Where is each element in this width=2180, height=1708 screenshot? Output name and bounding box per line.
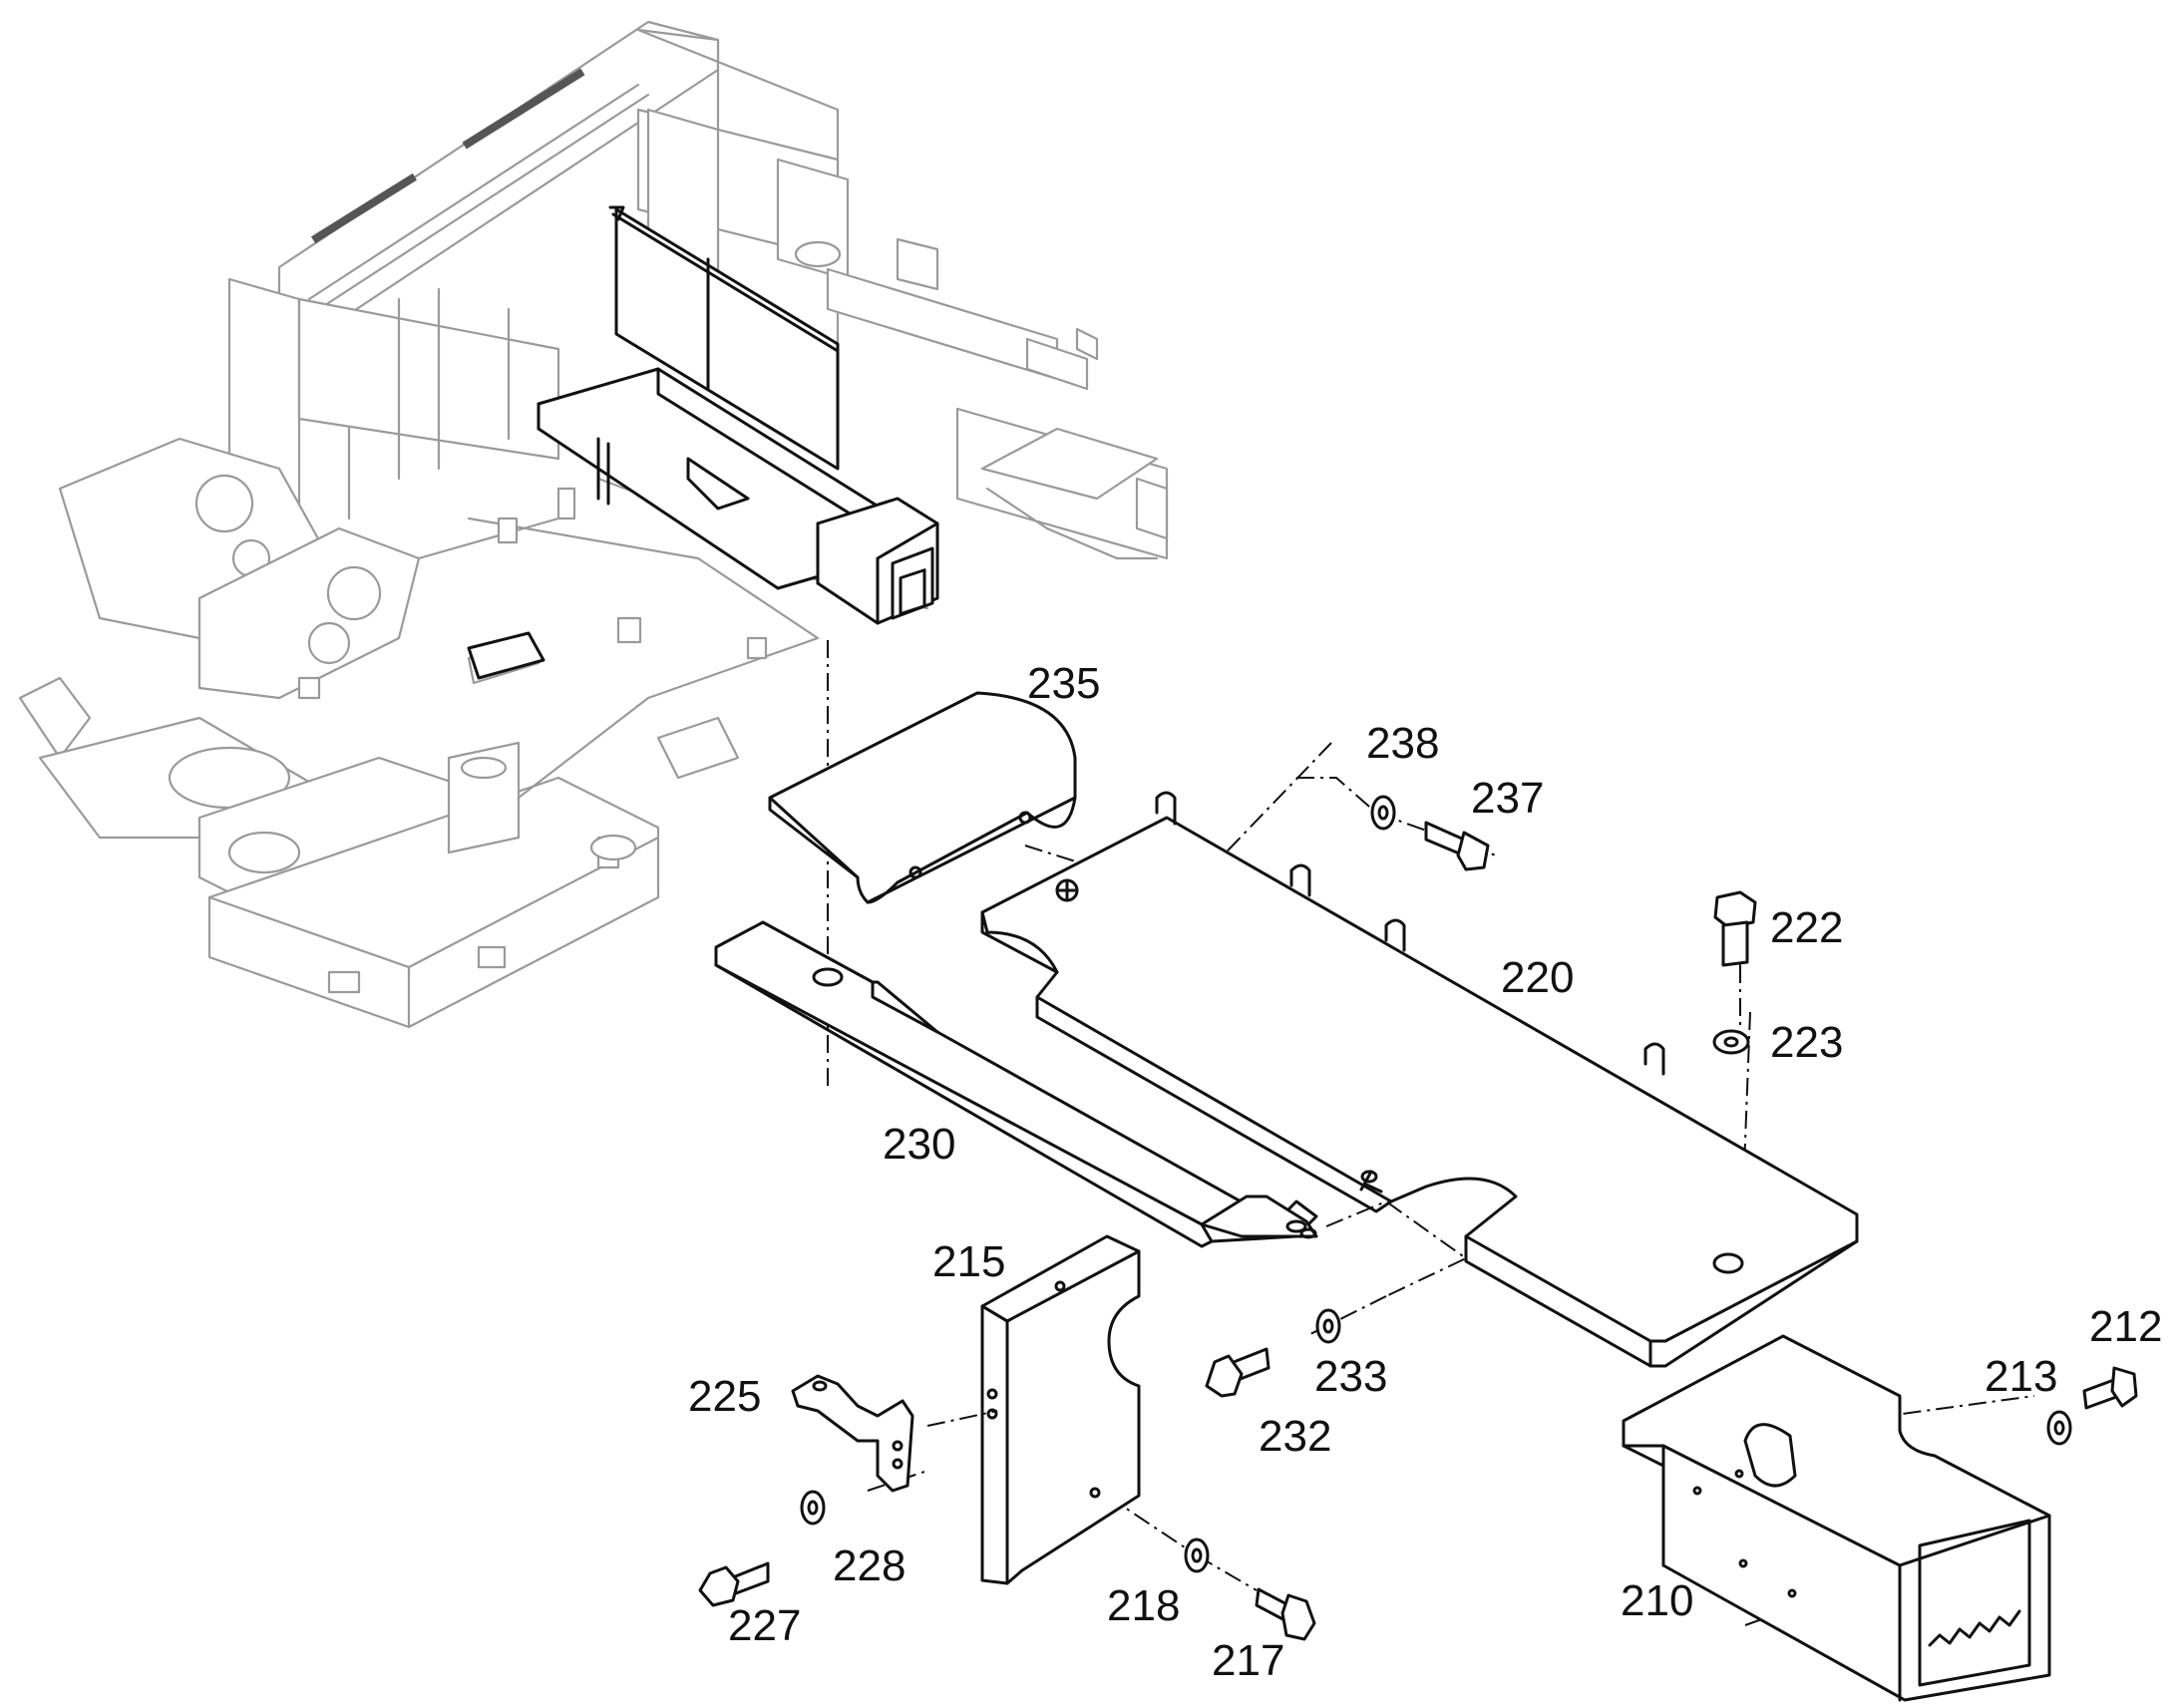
label-232: 232 [1259, 1412, 1331, 1461]
part-210-box [1622, 1334, 2051, 1702]
label-237: 237 [1471, 774, 1544, 823]
part-235-cover [768, 691, 1077, 904]
label-210: 210 [1621, 1576, 1693, 1625]
part-225-bracket [791, 1374, 914, 1493]
installed-assembly-highlight [467, 205, 939, 680]
label-225: 225 [688, 1372, 761, 1421]
part-220-plate [980, 791, 1859, 1368]
label-235: 235 [1027, 659, 1100, 708]
part-215-channel [980, 1234, 1141, 1585]
label-222: 222 [1770, 903, 1843, 952]
label-212: 212 [2089, 1302, 2162, 1351]
label-230: 230 [883, 1120, 955, 1169]
label-228: 228 [833, 1541, 906, 1590]
label-227: 227 [728, 1601, 801, 1650]
label-238: 238 [1366, 719, 1439, 768]
label-220: 220 [1501, 953, 1574, 1002]
label-218: 218 [1107, 1581, 1180, 1630]
part-230-bar [714, 920, 1318, 1248]
machine-frame-ghost [18, 20, 1169, 1029]
label-213: 213 [1985, 1352, 2057, 1401]
label-217: 217 [1212, 1636, 1284, 1685]
callout-labels: 235 238 237 222 220 223 230 215 212 213 … [688, 659, 2162, 1685]
hardware-fasteners [698, 795, 2138, 1641]
label-233: 233 [1314, 1352, 1387, 1401]
label-223: 223 [1770, 1018, 1843, 1067]
label-215: 215 [932, 1237, 1005, 1286]
